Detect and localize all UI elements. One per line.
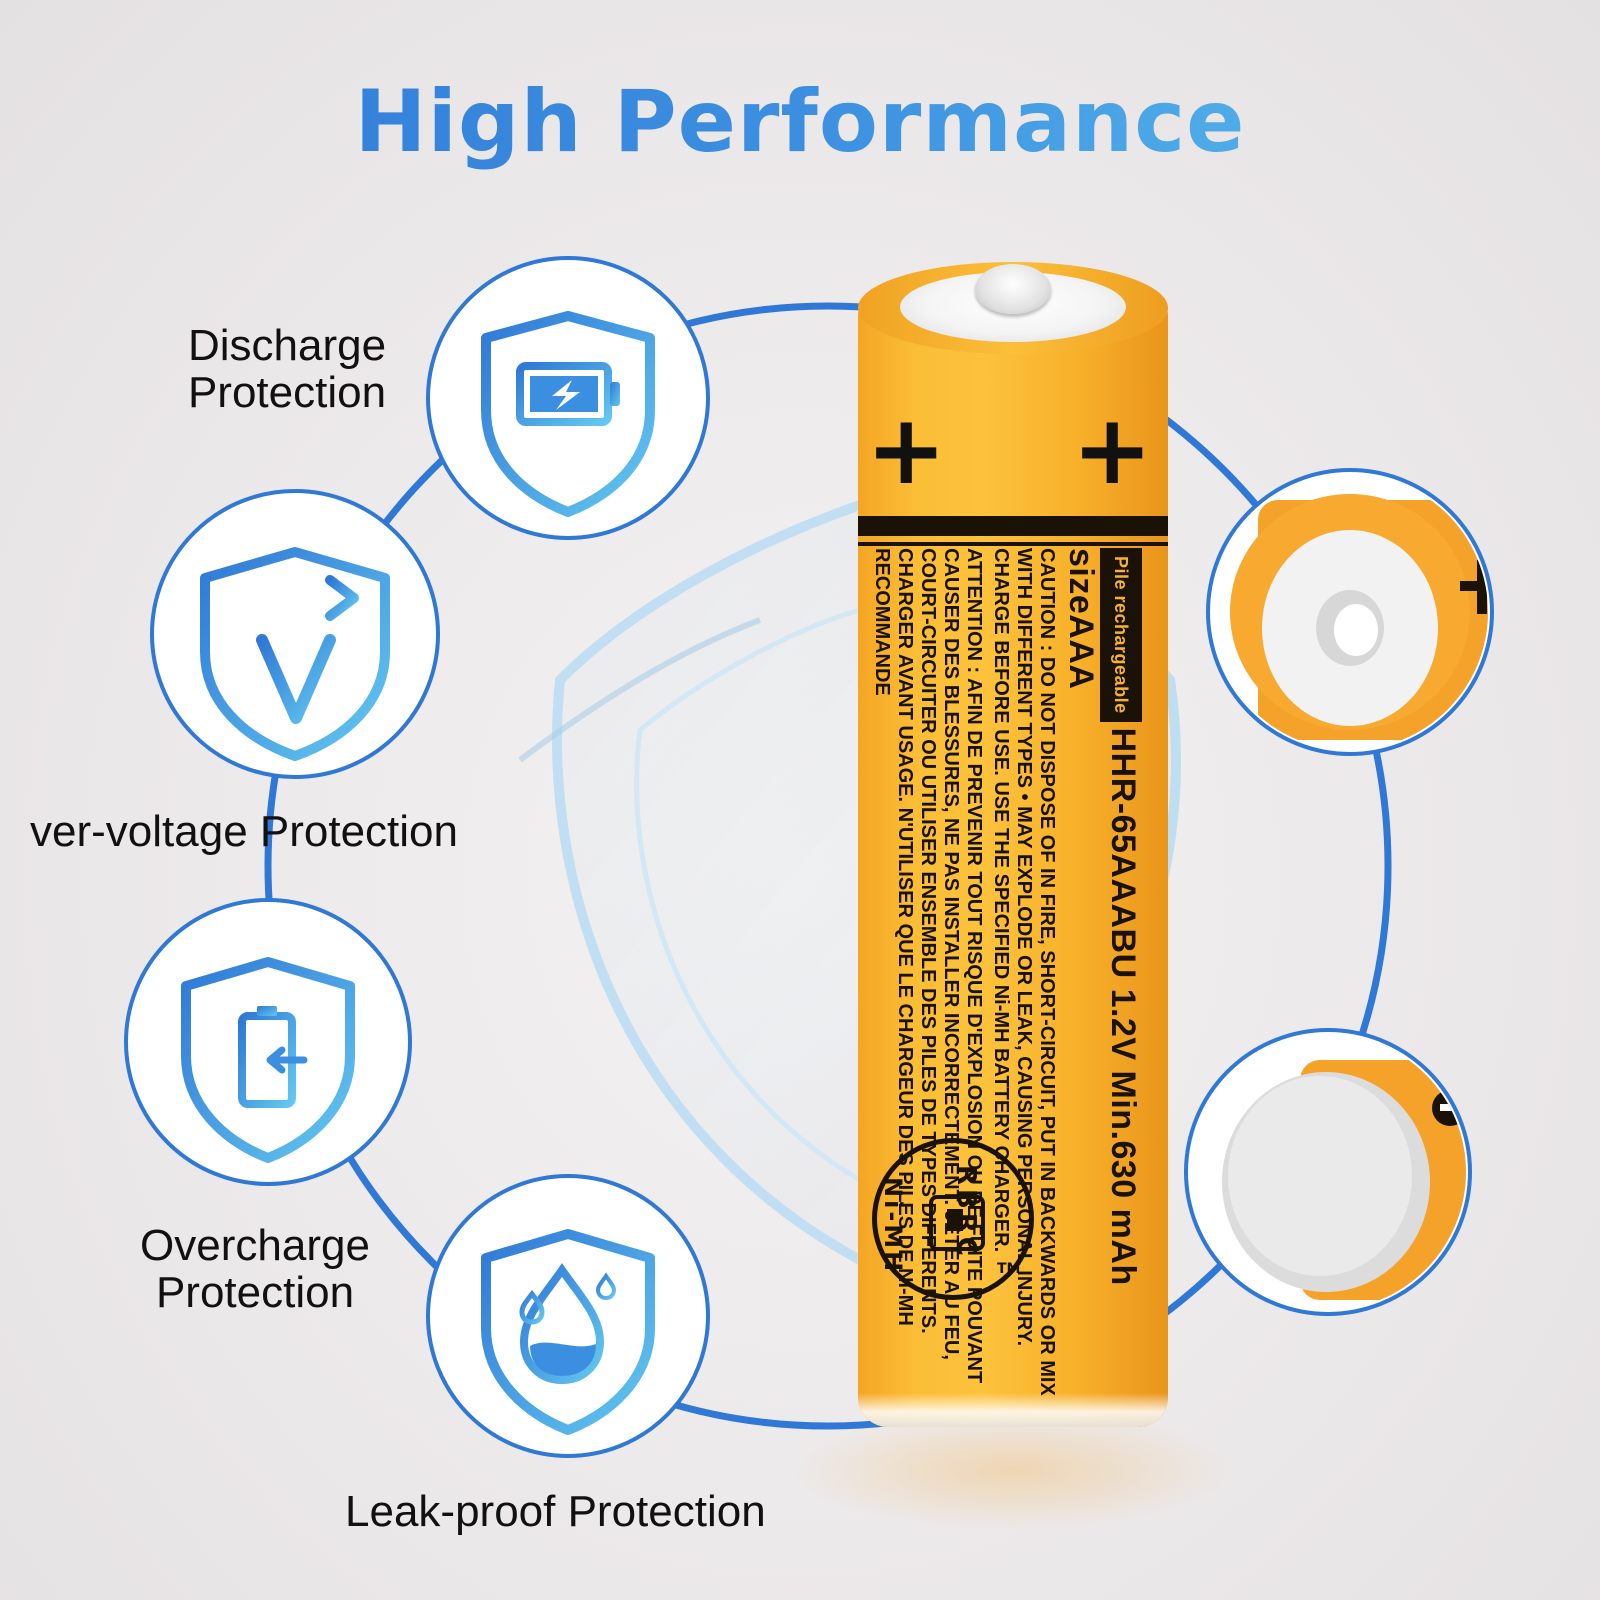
battery-top: [858, 262, 1168, 354]
recycle-icon: [929, 1195, 985, 1251]
battery-stripe: [858, 516, 1168, 536]
feature-discharge: [426, 256, 710, 540]
feature-label-leak-proof: Leak-proof Protection: [345, 1487, 766, 1536]
battery-tag: Pile rechargeable: [1099, 548, 1142, 722]
connection-ring: [264, 302, 1392, 1430]
battery-reflection: [792, 1410, 1232, 1530]
feature-overcharge: [124, 898, 412, 1186]
plus-sign-right: +: [1072, 394, 1153, 506]
feature-label-discharge: Discharge Protection: [187, 321, 387, 417]
plus-sign-left: +: [866, 394, 947, 506]
battery-shield-icon: [481, 311, 655, 517]
page-title: High Performance: [0, 72, 1600, 172]
feature-label-over-voltage: ver-voltage Protection: [30, 807, 458, 856]
feature-label-overcharge: Overcharge Protection: [140, 1221, 370, 1317]
feature-leak-proof: [426, 1174, 710, 1458]
charge-shield-icon: [181, 957, 355, 1163]
rbrc-seal: RBRC Ni-MH TM: [872, 1138, 1034, 1300]
feature-over-voltage: [150, 489, 440, 779]
battery-terminal: [975, 264, 1051, 314]
battery-top-detail: [1206, 468, 1494, 756]
battery-bottom-detail: [1184, 1028, 1472, 1316]
voltage-shield-icon: [200, 547, 390, 761]
water-drop-shield-icon: [481, 1229, 655, 1435]
